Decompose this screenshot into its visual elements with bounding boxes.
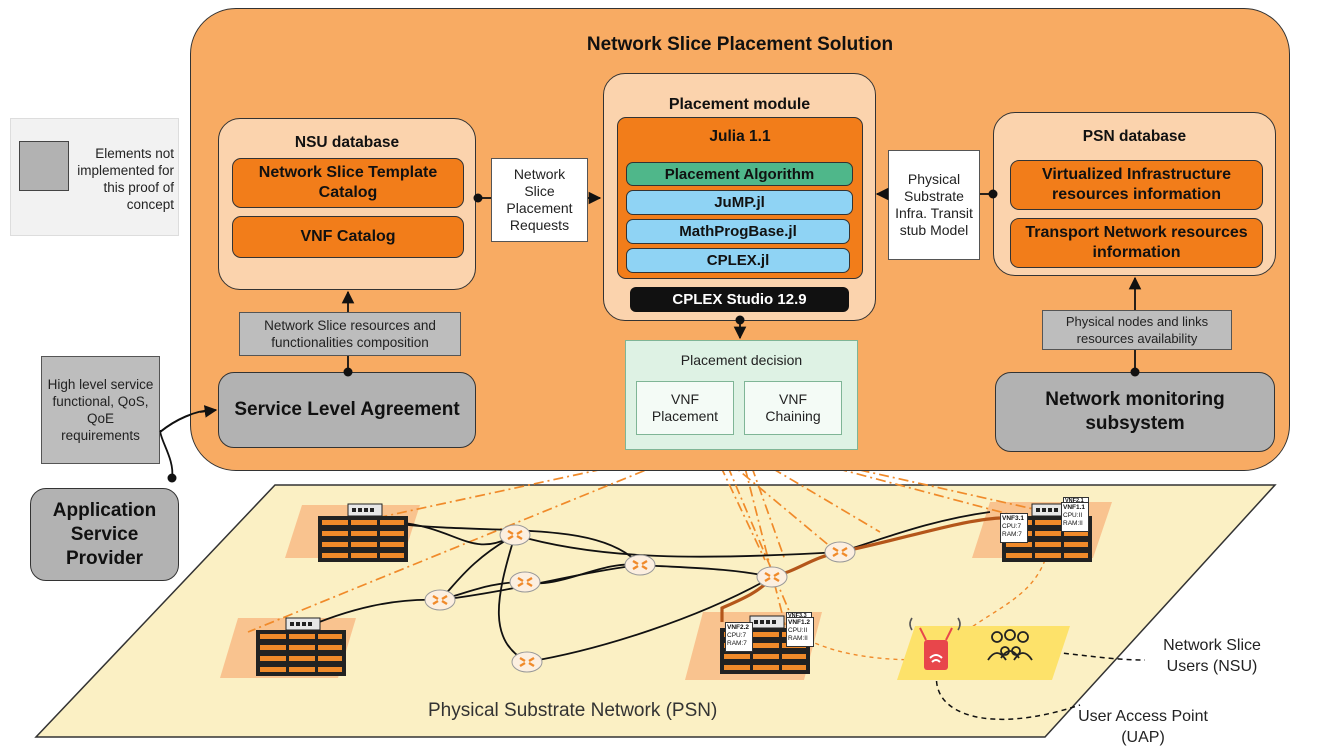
virtualized-infrastructure: Virtualized Infrastructure resources inf… [1010, 160, 1263, 210]
vnf-name: VNF1.2 [788, 619, 811, 626]
vnf-card: VNF1.1 CPU:II RAM:II [1061, 502, 1089, 532]
vnf-name: VNF2.2 [727, 624, 750, 631]
vnf-chaining: VNF Chaining [744, 381, 842, 435]
vnf-card: VNF3.1 CPU:7 RAM:7 [1000, 513, 1028, 543]
placement-decision-title: Placement decision [680, 352, 803, 368]
vnf-name: VNF3.1 [1002, 515, 1025, 522]
vnf-placement: VNF Placement [636, 381, 734, 435]
vnf-cpu: CPU:7 [1002, 523, 1022, 530]
router-icon [510, 650, 544, 674]
vnf-cpu: CPU:II [788, 627, 808, 634]
network-monitoring-subsystem: Network monitoring subsystem [995, 372, 1275, 452]
transport-network: Transport Network resources information [1010, 218, 1263, 268]
template-catalog: Network Slice Template Catalog [232, 158, 464, 208]
legend-swatch [19, 141, 69, 191]
users-icon [987, 629, 1033, 661]
wifi-router-icon [909, 617, 961, 670]
psn-database-title: PSN database [1082, 128, 1187, 145]
vnf-name: VNF2.1 [1065, 498, 1084, 504]
vnf-cpu: CPU:II [1063, 512, 1083, 519]
physical-model-scroll: Physical Substrate Infra. Transit stub M… [888, 150, 980, 260]
solution-title: Network Slice Placement Solution [586, 34, 894, 55]
router-icon [508, 570, 542, 594]
router-icon [423, 588, 457, 612]
cplex-studio: CPLEX Studio 12.9 [630, 287, 849, 312]
service-level-agreement: Service Level Agreement [218, 372, 476, 448]
router-icon [498, 523, 532, 547]
vnf-name: VNF1.1 [1063, 504, 1086, 511]
vnf-catalog: VNF Catalog [232, 216, 464, 258]
nsu-label: Network Slice Users (NSU) [1163, 637, 1261, 675]
vnf-ram: RAM:7 [727, 640, 747, 647]
router-icon [755, 565, 789, 589]
placement-algorithm: Placement Algorithm [626, 162, 853, 186]
placement-module-title: Placement module [668, 96, 811, 113]
jump-package: JuMP.jl [626, 190, 853, 215]
vnf-card: VNF1.2 CPU:II RAM:II [786, 617, 814, 647]
composition-scroll: Network Slice resources and functionalit… [239, 312, 461, 356]
legend-text: Elements not implemented for this proof … [77, 146, 174, 212]
vnf-card: VNF2.2 CPU:7 RAM:7 [725, 622, 753, 652]
julia-title: Julia 1.1 [709, 128, 771, 145]
cplex-jl-package: CPLEX.jl [626, 248, 850, 273]
application-service-provider: Application Service Provider [30, 488, 179, 581]
availability-scroll: Physical nodes and links resources avail… [1042, 310, 1232, 350]
vnf-ram: RAM:II [788, 635, 808, 642]
mathprogbase-package: MathProgBase.jl [626, 219, 850, 244]
router-icon [823, 540, 857, 564]
nsu-database-title: NSU database [294, 134, 400, 151]
router-icon [623, 553, 657, 577]
requests-scroll: Network Slice Placement Requests [491, 158, 588, 242]
psn-label: Physical Substrate Network (PSN) [428, 700, 718, 721]
vnf-cpu: CPU:7 [727, 632, 747, 639]
high-level-scroll: High level service functional, QoS, QoE … [41, 356, 160, 464]
vnf-ram: RAM:7 [1002, 531, 1022, 538]
vnf-name: VNF3.3 [788, 613, 807, 619]
vnf-ram: RAM:II [1063, 520, 1083, 527]
uap-label: User Access Point (UAP) [1078, 708, 1208, 746]
